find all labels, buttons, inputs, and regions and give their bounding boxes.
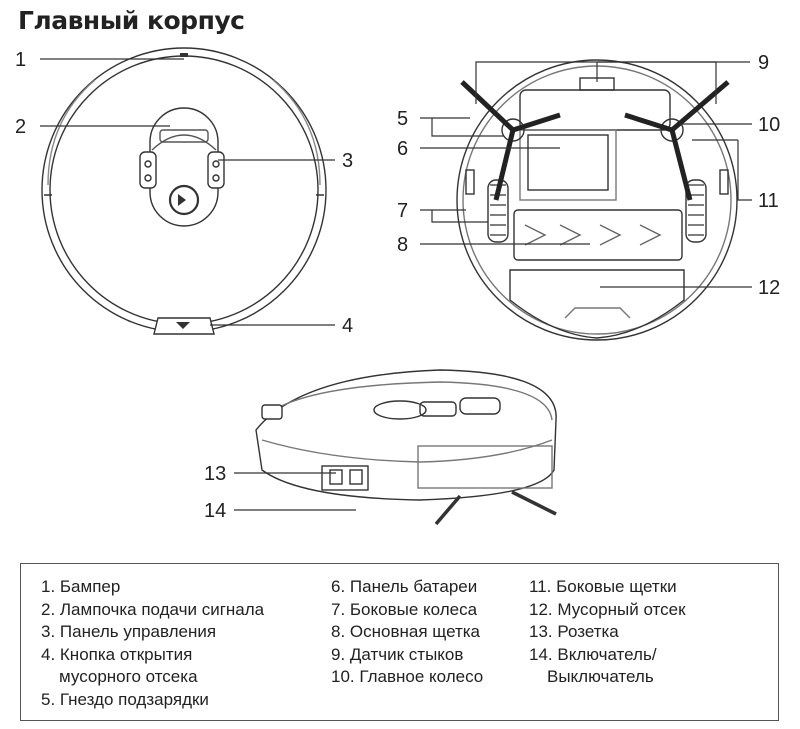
legend-item: 13. Розетка — [529, 622, 619, 641]
callout-4: 4 — [342, 315, 353, 337]
robot-diagram: 1 2 3 4 5 6 7 8 9 10 11 12 13 14 — [15, 47, 780, 526]
callout-2: 2 — [15, 116, 26, 138]
callout-lines-side-view — [234, 472, 356, 511]
legend-item: 6. Панель батареи — [331, 577, 478, 596]
robot-top-view — [41, 47, 327, 335]
legend-item: 12. Мусорный отсек — [529, 599, 686, 619]
legend-item: 10. Главное колесо — [331, 667, 484, 686]
robot-side-view — [255, 369, 557, 526]
callout-lines-top-view — [40, 58, 335, 326]
callout-1: 1 — [15, 49, 26, 71]
legend-item: 9. Датчик стыков — [331, 644, 464, 664]
callout-5: 5 — [397, 108, 408, 130]
parts-legend: 1. Бампер 2. Лампочка подачи сигнала 3. … — [20, 563, 779, 721]
legend-item: 5. Гнездо подзарядки — [41, 689, 209, 709]
legend-column-3: 11. Боковые щетки 12. Мусорный отсек 13.… — [529, 576, 686, 689]
callout-lines-bottom-view — [420, 61, 752, 288]
callout-9: 9 — [758, 52, 769, 74]
callout-12: 12 — [758, 277, 780, 299]
legend-column-2: 6. Панель батареи 7. Боковые колеса 8. О… — [331, 576, 483, 689]
legend-item: 14. Включатель/ — [529, 644, 657, 664]
callout-6: 6 — [397, 138, 408, 160]
legend-item: 11. Боковые щетки — [529, 577, 677, 596]
legend-item: 8. Основная щетка — [331, 622, 481, 641]
legend-item-continuation: мусорного отсека — [59, 667, 198, 686]
callout-11: 11 — [758, 190, 779, 212]
callout-10: 10 — [758, 114, 780, 136]
callout-14: 14 — [204, 500, 226, 522]
callout-8: 8 — [397, 234, 408, 256]
robot-bottom-view — [456, 59, 738, 341]
legend-item: 3. Панель управления — [41, 622, 217, 641]
legend-item: 4. Кнопка открытия — [41, 644, 193, 664]
legend-item-continuation: Выключатель — [547, 667, 654, 686]
legend-column-1: 1. Бампер 2. Лампочка подачи сигнала 3. … — [41, 576, 264, 711]
callout-numbers: 1 2 3 4 5 6 7 8 9 10 11 12 13 14 — [15, 49, 780, 522]
callout-7: 7 — [397, 200, 408, 222]
callout-3: 3 — [342, 150, 353, 172]
page-title: Главный корпус — [18, 6, 245, 35]
callout-13: 13 — [204, 463, 226, 485]
legend-item: 1. Бампер — [41, 577, 121, 596]
legend-item: 7. Боковые колеса — [331, 599, 478, 619]
legend-item: 2. Лампочка подачи сигнала — [41, 599, 265, 619]
